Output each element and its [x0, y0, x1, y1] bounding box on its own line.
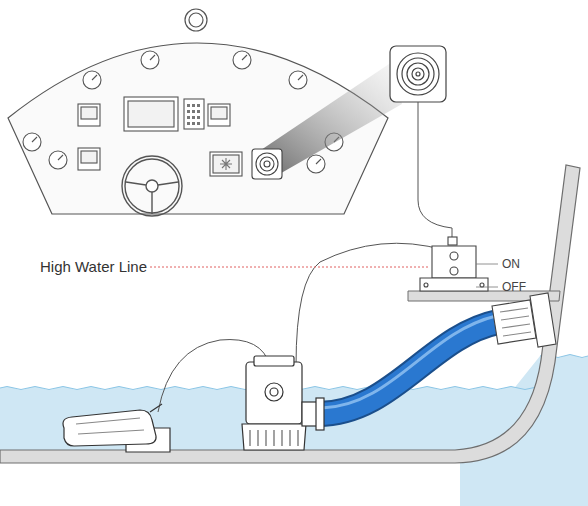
steering-wheel	[122, 156, 182, 216]
high-water-switch	[480, 283, 484, 287]
bilge-pump	[246, 362, 302, 424]
keypad	[197, 116, 200, 119]
through-hull-fitting	[492, 293, 556, 347]
keypad	[187, 116, 190, 119]
steering-wheel	[146, 180, 158, 192]
gauge	[298, 75, 303, 80]
through-hull-fitting	[500, 308, 531, 336]
bilge-pump	[270, 388, 278, 396]
gauge	[242, 55, 247, 60]
keypad	[197, 122, 200, 125]
gauge	[49, 151, 67, 169]
keypad	[187, 110, 190, 113]
display-screen	[81, 107, 97, 119]
display-screen	[128, 101, 174, 127]
gauge	[92, 75, 97, 80]
float-switch	[63, 410, 156, 446]
alarm-indicator-zoom	[402, 58, 434, 90]
discharge-hose	[322, 316, 496, 408]
display-screen	[124, 97, 178, 131]
bilge-pump	[265, 383, 283, 401]
bilge-pump	[254, 356, 294, 366]
gauge	[32, 137, 37, 142]
gauge	[150, 55, 155, 60]
alarm-indicator	[252, 149, 282, 179]
high-water-switch	[448, 237, 457, 245]
through-hull-fitting	[492, 300, 536, 344]
high-water-switch	[432, 246, 476, 278]
keypad	[197, 110, 200, 113]
steering-wheel	[122, 156, 182, 216]
leader-line	[476, 287, 498, 288]
dashboard	[189, 13, 203, 27]
high-water-switch	[420, 278, 488, 291]
display-screen	[210, 152, 242, 176]
bilge-pump	[250, 430, 298, 446]
alarm-indicator	[260, 157, 274, 171]
display-screen	[81, 151, 97, 163]
keypad	[192, 104, 195, 107]
alarm-indicator-zoom	[416, 72, 420, 76]
steering-wheel	[126, 182, 178, 214]
alarm-indicator	[252, 149, 282, 179]
gauge	[233, 51, 251, 69]
display-screen	[78, 97, 242, 176]
leader-line	[476, 264, 498, 287]
bilge-pump	[316, 398, 324, 430]
display-screen	[208, 104, 230, 126]
through-hull-fitting	[530, 293, 556, 347]
high-water-switch	[450, 267, 458, 275]
keypad	[192, 110, 195, 113]
wire	[418, 102, 452, 242]
display-screen	[184, 99, 204, 129]
alarm-indicator	[256, 153, 278, 175]
display-screen	[78, 148, 100, 170]
high-water-switch	[450, 252, 458, 260]
keypad	[187, 104, 190, 107]
keypad	[192, 116, 195, 119]
alarm-indicator-zoom	[390, 46, 446, 102]
gauge	[141, 51, 159, 69]
alarm-indicator-zoom	[407, 63, 429, 85]
wire	[296, 243, 444, 366]
display-screen	[78, 104, 100, 126]
switch-state-label: OFF	[502, 280, 526, 294]
alarm-indicator-zoom	[397, 53, 439, 95]
steering-wheel	[125, 159, 179, 213]
high-water-switch	[424, 283, 428, 287]
water-line-label: High Water Line	[40, 258, 147, 275]
keypad	[187, 122, 190, 125]
gauge	[316, 159, 321, 164]
high-water-line	[150, 267, 430, 268]
float-switch	[63, 404, 170, 452]
gauge	[289, 71, 307, 89]
dashboard	[185, 9, 207, 31]
bilge-pump	[242, 424, 306, 450]
alarm-indicator-zoom	[390, 46, 446, 102]
display-screen	[213, 155, 239, 173]
keypad	[192, 122, 195, 125]
gauge	[83, 71, 101, 89]
gauge	[58, 155, 63, 160]
switch-state-label: ON	[502, 257, 520, 271]
display-screen	[211, 107, 227, 119]
gauge	[23, 133, 41, 151]
alarm-indicator	[264, 161, 270, 167]
float-switch	[150, 404, 162, 412]
float-switch	[76, 418, 144, 434]
keypad	[197, 104, 200, 107]
keypad	[187, 104, 200, 125]
bilge-pump	[242, 356, 324, 450]
alarm-indicator-zoom	[412, 68, 424, 80]
leader-line	[476, 264, 498, 265]
display-screen	[220, 158, 232, 170]
discharge-hose	[318, 316, 498, 414]
gauge	[307, 155, 325, 173]
